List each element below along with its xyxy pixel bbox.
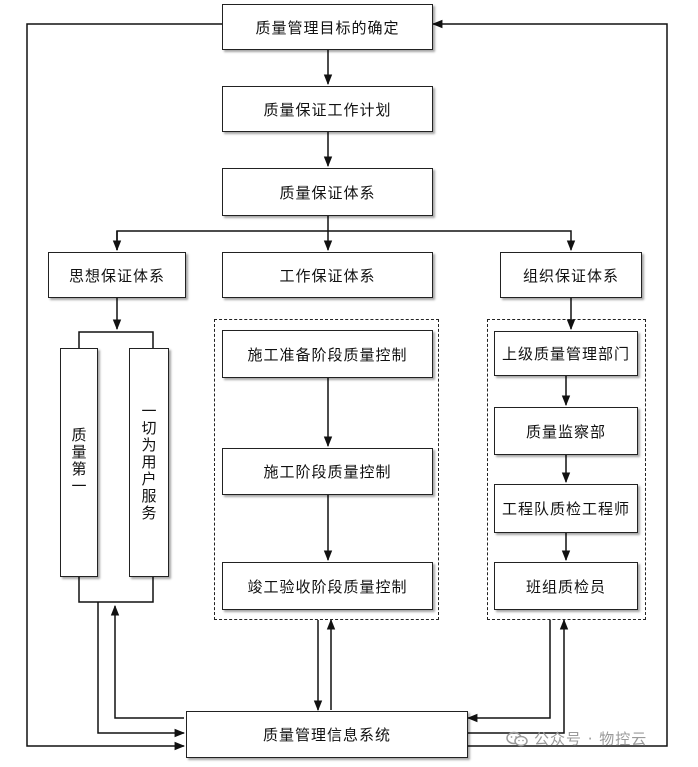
upper-dept-label: 上级质量管理部门 bbox=[501, 345, 630, 363]
goal-label: 质量管理目标的确定 bbox=[255, 18, 400, 37]
ideology-system-box: 思想保证体系 bbox=[48, 252, 186, 298]
construction-stage-label: 施工阶段质量控制 bbox=[263, 463, 392, 481]
group-inspector-label: 班组质检员 bbox=[525, 577, 606, 596]
work-system-group bbox=[214, 319, 439, 620]
ideology-system-label: 思想保证体系 bbox=[68, 266, 165, 285]
organization-system-label: 组织保证体系 bbox=[522, 266, 619, 285]
info-system-label: 质量管理信息系统 bbox=[262, 726, 391, 744]
team-engineer-label: 工程队质检工程师 bbox=[501, 500, 630, 518]
work-system-box: 工作保证体系 bbox=[222, 252, 433, 298]
prep-stage-label: 施工准备阶段质量控制 bbox=[247, 345, 408, 364]
acceptance-stage-label: 竣工验收阶段质量控制 bbox=[247, 577, 408, 596]
serve-users-column: 一切为用户服务 bbox=[129, 348, 169, 577]
watermark-text: 公众号 · 物控云 bbox=[534, 730, 648, 748]
prep-stage-box: 施工准备阶段质量控制 bbox=[222, 330, 433, 378]
plan-label: 质量保证工作计划 bbox=[263, 100, 392, 119]
assurance-system-box: 质量保证体系 bbox=[222, 168, 433, 216]
organization-system-box: 组织保证体系 bbox=[500, 252, 642, 298]
group-inspector-box: 班组质检员 bbox=[494, 562, 638, 610]
upper-dept-box: 上级质量管理部门 bbox=[494, 331, 638, 376]
team-engineer-box: 工程队质检工程师 bbox=[494, 484, 638, 533]
quality-first-column: 质量第一 bbox=[60, 348, 98, 577]
assurance-system-label: 质量保证体系 bbox=[279, 183, 376, 202]
watermark: 公众号 · 物控云 bbox=[506, 728, 647, 749]
supervision-dept-box: 质量监察部 bbox=[494, 407, 638, 455]
wechat-icon bbox=[506, 731, 528, 746]
work-system-label: 工作保证体系 bbox=[279, 266, 376, 285]
supervision-dept-label: 质量监察部 bbox=[525, 422, 606, 441]
quality-first-label: 质量第一 bbox=[69, 427, 88, 495]
serve-users-label: 一切为用户服务 bbox=[139, 403, 158, 522]
organization-group bbox=[487, 319, 646, 620]
info-system-box: 质量管理信息系统 bbox=[186, 711, 468, 758]
plan-box: 质量保证工作计划 bbox=[222, 86, 433, 132]
construction-stage-box: 施工阶段质量控制 bbox=[222, 448, 433, 495]
acceptance-stage-box: 竣工验收阶段质量控制 bbox=[222, 562, 433, 610]
goal-box: 质量管理目标的确定 bbox=[222, 4, 433, 50]
